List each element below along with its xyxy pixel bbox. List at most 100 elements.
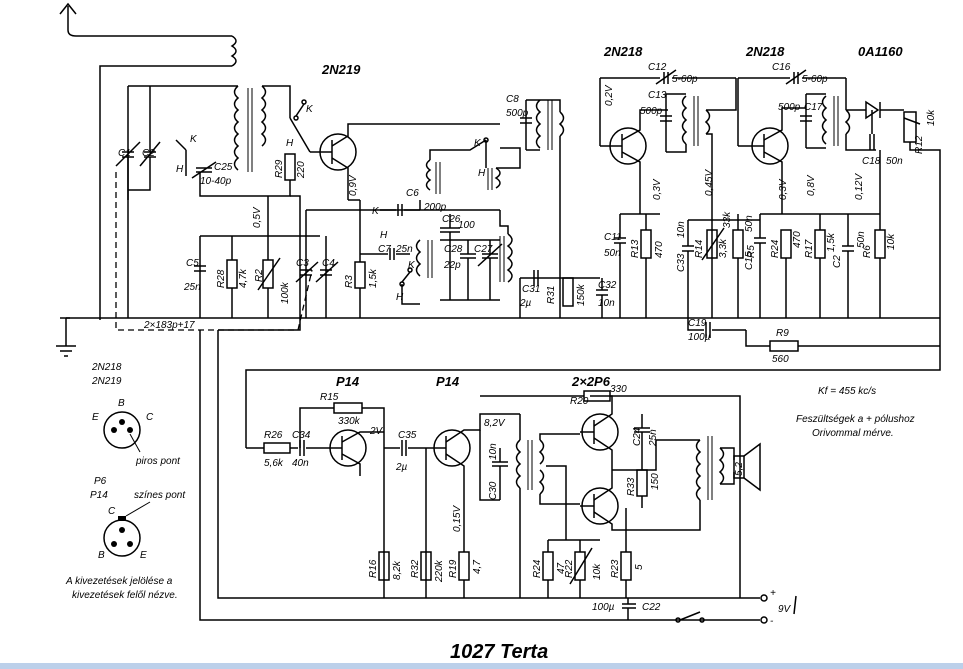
voltage-label: 0,8V	[806, 174, 817, 196]
gang-link	[115, 172, 313, 331]
dual-cap-label: 2×183p+17	[143, 320, 195, 331]
voltage-label: 0,3V	[652, 178, 663, 200]
legend-note-1: A kivezetések jelölése a	[65, 576, 173, 587]
supply-terminals	[760, 594, 797, 624]
component-value: 50n	[604, 248, 621, 259]
component-value: 220k	[434, 559, 445, 583]
switch-label: K	[408, 260, 416, 271]
voltage-label: 0,9V	[348, 174, 359, 196]
voltage-label: 0,45V	[704, 169, 715, 196]
legend-note-2: kivezetések felől nézve.	[72, 590, 178, 601]
switch-label: K	[474, 138, 482, 149]
component-value: 8,2k	[392, 560, 403, 580]
speaker-value: 5,2	[734, 462, 745, 476]
voltage-note-1: Feszültségek a + pólushoz	[796, 414, 915, 425]
component-value: 200p	[423, 202, 447, 213]
switch-label: H	[478, 168, 486, 179]
component-label: C8	[506, 94, 519, 105]
component-label: C2	[142, 148, 155, 159]
component-label: C4	[322, 258, 335, 269]
oscillator-tuning	[295, 199, 500, 318]
component-label: R9	[776, 328, 789, 339]
component-value: 50n	[856, 231, 867, 248]
switch-label: H	[396, 292, 404, 303]
bias-network-2	[614, 213, 760, 318]
component-label: C2	[832, 255, 843, 268]
switch-label: H	[176, 164, 184, 175]
legend-type: 2N219	[91, 376, 122, 387]
voltage-label: 0,12V	[854, 173, 865, 200]
supply-minus: -	[770, 616, 774, 627]
component-value: 560	[772, 354, 789, 365]
transistor-2n219	[289, 117, 500, 200]
component-label: R15	[320, 392, 339, 403]
component-value: 150	[650, 473, 661, 490]
component-label: C15	[744, 251, 755, 270]
component-label: C13	[648, 90, 667, 101]
component-value: 2µ	[395, 462, 408, 473]
component-label: R26	[264, 430, 283, 441]
component-label: R28	[216, 269, 227, 288]
component-value: 25n	[183, 282, 201, 293]
supply-voltage: 9V	[778, 604, 792, 615]
component-label: C31	[522, 284, 540, 295]
component-value: 5	[634, 564, 645, 570]
label-2x2p6: 2×2P6	[571, 374, 611, 389]
schematic-title: 1027 Terta	[450, 641, 548, 663]
if-transformer-3	[245, 78, 941, 448]
label-2n218-b: 2N218	[745, 44, 785, 59]
component-value: 100µ	[592, 602, 615, 613]
component-value: 100µ	[688, 332, 711, 343]
label-p14-b: P14	[436, 374, 460, 389]
component-value: 10n	[676, 221, 687, 238]
component-value: 25n	[395, 244, 413, 255]
switch-label: K	[190, 134, 198, 145]
component-label: C16	[772, 62, 791, 73]
component-label: C30	[488, 481, 499, 500]
component-value: 100	[458, 220, 475, 231]
component-value: 5-60p	[802, 74, 828, 85]
pin-label: B	[118, 398, 125, 409]
component-label: R6	[862, 245, 873, 258]
audio-preamp	[246, 402, 520, 598]
label-p14-a: P14	[336, 374, 360, 389]
component-label: C26	[442, 214, 461, 225]
component-value: 25n	[648, 429, 659, 447]
component-label: R5	[746, 245, 757, 258]
pin-label: C	[108, 506, 116, 517]
component-value: 470	[792, 231, 803, 248]
component-label: C24	[632, 427, 643, 446]
legend-color-dot: színes pont	[134, 490, 186, 501]
output-stage	[480, 390, 761, 598]
component-value: 470	[654, 241, 665, 258]
component-label: C22	[642, 602, 661, 613]
pin-label: B	[98, 550, 105, 561]
component-value: 100k	[280, 281, 291, 304]
bottom-strip	[0, 663, 963, 669]
component-label: C18	[862, 156, 881, 167]
component-label: R29	[274, 159, 285, 178]
component-label: C6	[406, 188, 419, 199]
if-note: Kf = 455 kc/s	[818, 386, 876, 397]
component-value: 47	[556, 562, 567, 574]
component-label: C27	[474, 244, 493, 255]
component-label: R33	[626, 477, 637, 496]
component-value: 150k	[576, 283, 587, 306]
component-label: R19	[448, 559, 459, 578]
component-label: C1	[118, 148, 131, 159]
pin-label: C	[146, 412, 154, 423]
transistor-2n218-a	[599, 69, 736, 214]
component-value: 50n	[886, 156, 903, 167]
component-value: 22p	[443, 260, 461, 271]
agc-network	[519, 270, 608, 318]
component-value: 4,7k	[238, 268, 249, 288]
legend-red-dot: piros pont	[135, 456, 181, 467]
component-label: R3	[344, 275, 355, 288]
component-value: 500p	[778, 102, 801, 113]
component-value: 33k	[722, 211, 733, 228]
bias-network-3	[754, 150, 886, 318]
lower-network	[378, 508, 705, 623]
component-label: R24	[532, 559, 543, 578]
voltage-label: 8,2V	[484, 418, 506, 429]
